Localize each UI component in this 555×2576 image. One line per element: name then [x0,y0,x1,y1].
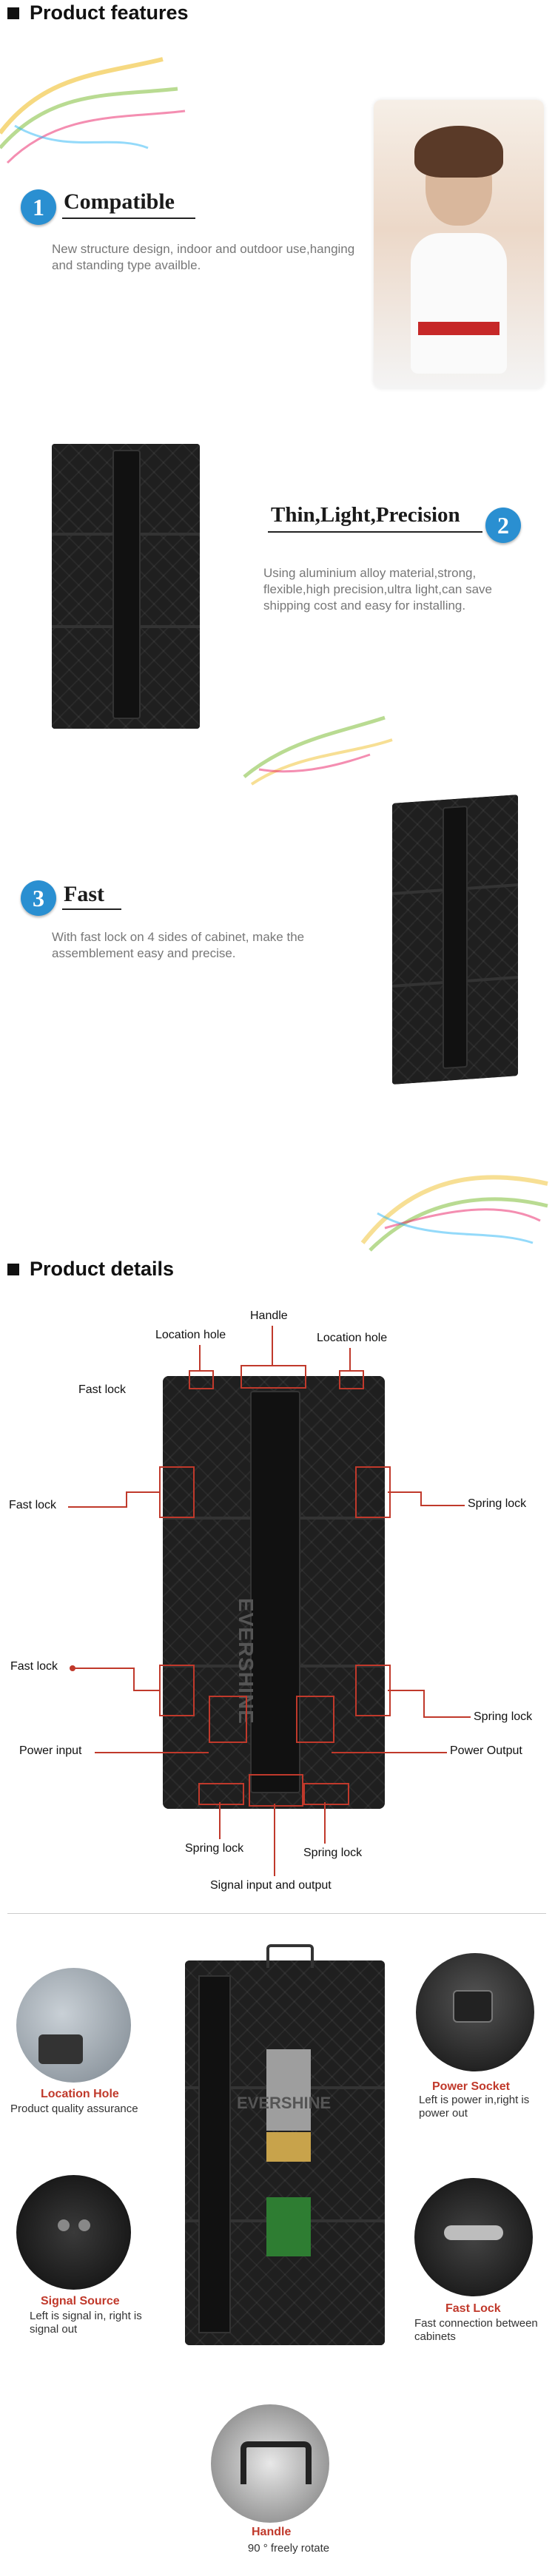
feature-3-underline [62,908,121,910]
spring-lock-marker [355,1466,391,1518]
callout-spring-lock-bottom-right: Spring lock [303,1847,363,1859]
signal-source-closeup-image [16,2175,131,2290]
feature-3-badge: 3 [21,880,56,916]
callout-location-hole-right: Location hole [317,1332,388,1344]
callout-handle: Handle [250,1309,288,1322]
closeup-title: Fast Lock [445,2302,501,2315]
fast-lock-marker [159,1466,195,1518]
callout-fast-lock-left: Fast lock [9,1499,57,1511]
spring-lock-marker [355,1665,391,1716]
closeup-desc: 90 ° freely rotate [247,2542,330,2555]
fast-lock-closeup-image [414,2178,533,2296]
power-output-marker [296,1696,334,1743]
feature-1-title: Compatible [64,189,175,214]
features-heading: Product features [7,1,189,24]
feature-2-underline [268,531,482,533]
cabinet-back-image: EVERSHINE [185,1960,385,2345]
cabinet-angled-image [392,795,518,1085]
annotated-cabinet-image: EVERSHINE [163,1376,385,1809]
feature-1-underline [62,218,195,219]
closeup-desc: Left is signal in, right is signal out [30,2310,142,2336]
closeup-desc: Left is power in,right is power out [419,2094,530,2120]
feature-2-badge: 2 [485,508,521,543]
callout-fast-lock-top: Fast lock [78,1383,127,1396]
feature-2-title: Thin,Light,Precision [271,503,460,527]
closeup-title: Handle [252,2526,292,2538]
fast-lock-marker [159,1665,195,1716]
power-input-marker [209,1696,247,1743]
handle-closeup-image [211,2404,329,2523]
callout-spring-lock-bottom-left: Spring lock [185,1842,244,1855]
closeup-title: Signal Source [41,2295,120,2307]
callout-power-input: Power input [19,1744,82,1757]
feature-1-badge: 1 [21,189,56,225]
feature-3-desc: With fast lock on 4 sides of cabinet, ma… [52,930,305,960]
heading-square-icon [7,7,19,19]
brand-label: EVERSHINE [237,2094,332,2112]
callout-location-hole-left: Location hole [155,1329,226,1341]
cabinet-front-image [52,444,200,729]
spring-lock-marker [303,1783,349,1805]
callout-fast-lock-bottom: Fast lock [10,1660,58,1673]
location-hole-closeup-image [16,1968,131,2083]
swirl-decoration [0,57,186,164]
feature-1-desc: New structure design, indoor and outdoor… [52,242,355,272]
feature-2-desc: Using aluminium alloy material,strong, f… [263,566,493,613]
callout-spring-lock-right1: Spring lock [468,1497,527,1510]
location-hole-marker [339,1370,364,1389]
handle-icon [266,1944,314,1968]
callout-spring-lock-right2: Spring lock [474,1710,533,1723]
signal-io-marker [249,1774,303,1807]
closeup-desc: Product quality assurance [10,2103,138,2115]
section-divider [7,1913,546,1914]
callout-signal-io: Signal input and output [210,1879,332,1892]
callout-power-output: Power Output [450,1744,522,1757]
swirl-decoration [243,715,393,786]
details-heading: Product details [7,1258,174,1281]
closeup-desc: Fast connection between cabinets [414,2317,538,2343]
heading-square-icon [7,1263,19,1275]
closeup-title: Location Hole [41,2088,119,2100]
power-socket-closeup-image [416,1953,534,2071]
spring-lock-marker [198,1783,244,1805]
closeup-title: Power Socket [432,2080,510,2093]
handle-marker [240,1365,306,1389]
swirl-decoration [360,1175,548,1252]
bride-display-image [374,100,544,388]
feature-3-title: Fast [64,882,104,906]
location-hole-marker [189,1370,214,1389]
